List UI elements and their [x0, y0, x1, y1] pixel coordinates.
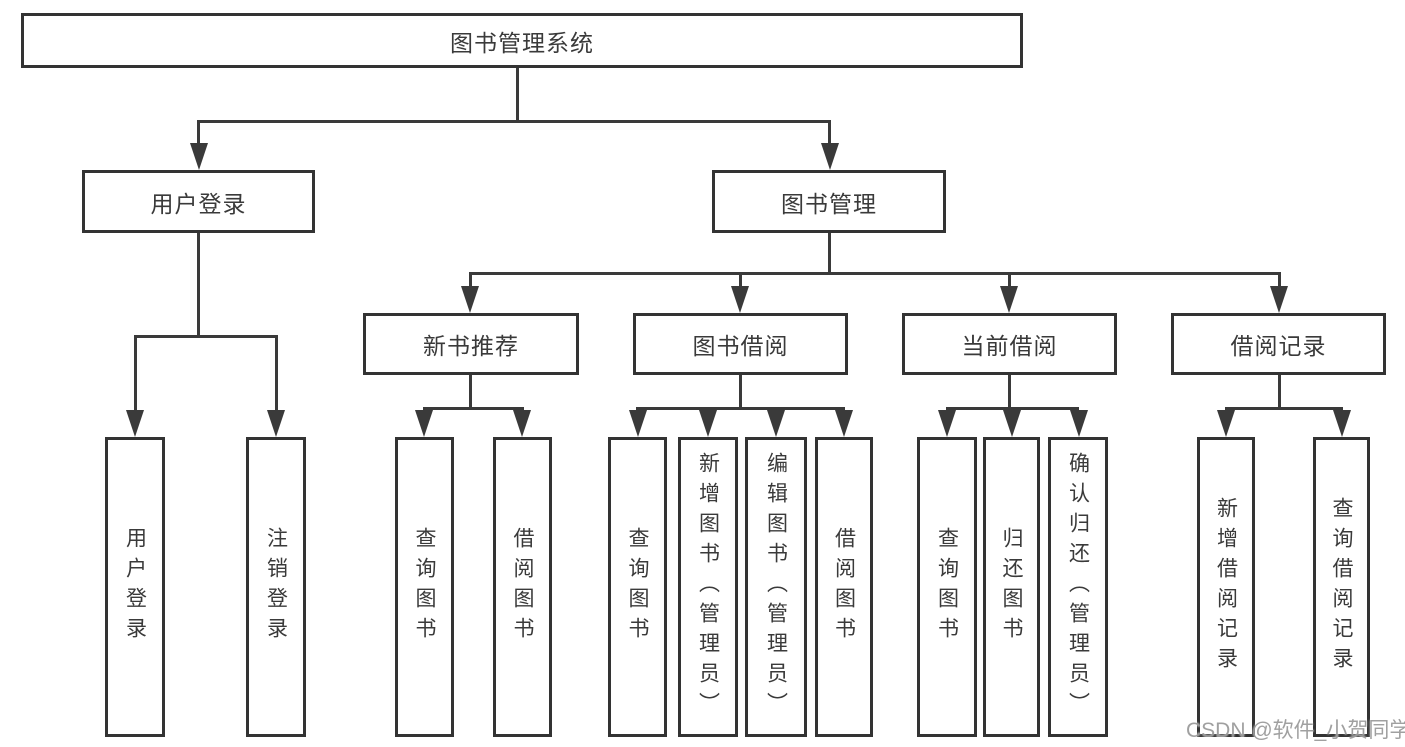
- arrow-down-icon: [731, 286, 749, 313]
- connector-borrow-stem: [739, 375, 742, 407]
- watermark: CSDN @软件_小贺同学: [1186, 719, 1405, 742]
- node-label: 编辑图书（管理员）: [764, 452, 788, 722]
- node-leaf-edit-book-admin: 编辑图书（管理员）: [745, 437, 807, 737]
- arrow-down-icon: [1217, 410, 1235, 437]
- arrow-down-icon: [938, 410, 956, 437]
- arrow-down-icon: [461, 286, 479, 313]
- node-label: 查询借阅记录: [1330, 497, 1353, 677]
- connector-current-hline: [946, 407, 1079, 410]
- connector-login-stem: [197, 233, 200, 335]
- node-book-management: 图书管理: [712, 170, 946, 233]
- node-label: 确认归还（管理员）: [1066, 452, 1090, 722]
- connector-root-drop-left: [197, 120, 200, 148]
- node-label: 图书借阅: [692, 333, 789, 359]
- connector-mgmt-drop-3: [1008, 272, 1011, 292]
- node-user-login-group: 用户登录: [82, 170, 315, 233]
- node-leaf-add-borrow-record: 新增借阅记录: [1197, 437, 1255, 737]
- connector-login-drop-1: [134, 335, 137, 414]
- connector-rec-stem: [469, 375, 472, 407]
- node-label: 借阅图书: [832, 527, 856, 647]
- arrow-down-icon: [126, 410, 144, 437]
- connector-mgmt-drop-2: [739, 272, 742, 292]
- arrow-down-icon: [1070, 410, 1088, 437]
- node-label: 当前借阅: [961, 333, 1058, 359]
- arrow-down-icon: [1003, 410, 1021, 437]
- connector-current-stem: [1008, 375, 1011, 407]
- node-label: 借阅记录: [1230, 333, 1327, 359]
- node-leaf-confirm-return-admin: 确认归还（管理员）: [1048, 437, 1108, 737]
- node-label: 新书推荐: [423, 333, 519, 359]
- arrow-down-icon: [1270, 286, 1288, 313]
- connector-root-hline: [197, 120, 831, 123]
- connector-root-drop-right: [828, 120, 831, 148]
- node-label: 查询图书: [626, 527, 649, 647]
- connector-login-hline: [134, 335, 278, 338]
- node-label: 注销登录: [264, 527, 288, 647]
- arrow-down-icon: [835, 410, 853, 437]
- connector-login-drop-2: [275, 335, 278, 414]
- arrow-down-icon: [190, 143, 208, 170]
- arrow-down-icon: [1000, 286, 1018, 313]
- node-leaf-return-books: 归还图书: [983, 437, 1040, 737]
- connector-borrow-hline: [636, 407, 845, 410]
- node-leaf-rec-query-books: 查询图书: [395, 437, 454, 737]
- node-label: 图书管理: [781, 190, 877, 217]
- connector-records-stem: [1278, 375, 1281, 407]
- node-leaf-current-query-books: 查询图书: [917, 437, 977, 737]
- node-label: 归还图书: [1000, 527, 1023, 647]
- node-leaf-borrow-query-books: 查询图书: [608, 437, 667, 737]
- node-current-borrowing: 当前借阅: [902, 313, 1117, 375]
- node-root: 图书管理系统: [21, 13, 1023, 68]
- node-label: 用户登录: [150, 190, 247, 217]
- node-label: 查询图书: [935, 527, 959, 647]
- node-label: 用户登录: [123, 527, 147, 647]
- arrow-down-icon: [699, 410, 717, 437]
- arrow-down-icon: [821, 143, 839, 170]
- node-new-book-recommend: 新书推荐: [363, 313, 579, 375]
- node-leaf-rec-borrow-books: 借阅图书: [493, 437, 552, 737]
- node-leaf-query-borrow-record: 查询借阅记录: [1313, 437, 1370, 737]
- connector-mgmt-drop-1: [469, 272, 472, 292]
- node-root-label: 图书管理系统: [450, 29, 594, 56]
- arrow-down-icon: [267, 410, 285, 437]
- node-label: 新增借阅记录: [1214, 497, 1238, 677]
- arrow-down-icon: [415, 410, 433, 437]
- arrow-down-icon: [513, 410, 531, 437]
- connector-rec-hline: [423, 407, 524, 410]
- node-leaf-borrow-borrow-books: 借阅图书: [815, 437, 873, 737]
- connector-root-stem: [516, 68, 519, 120]
- arrow-down-icon: [767, 410, 785, 437]
- connector-mgmt-drop-4: [1278, 272, 1281, 292]
- arrow-down-icon: [1333, 410, 1351, 437]
- connector-mgmt-stem: [828, 233, 831, 272]
- connector-records-hline: [1225, 407, 1343, 410]
- node-leaf-logout: 注销登录: [246, 437, 306, 737]
- node-label: 查询图书: [413, 527, 436, 647]
- node-label: 借阅图书: [511, 527, 534, 647]
- node-borrowing-records: 借阅记录: [1171, 313, 1386, 375]
- node-leaf-add-book-admin: 新增图书（管理员）: [678, 437, 738, 737]
- arrow-down-icon: [629, 410, 647, 437]
- connector-mgmt-hline: [469, 272, 1281, 275]
- node-leaf-user-login: 用户登录: [105, 437, 165, 737]
- node-book-borrowing: 图书借阅: [633, 313, 848, 375]
- node-label: 新增图书（管理员）: [696, 452, 720, 722]
